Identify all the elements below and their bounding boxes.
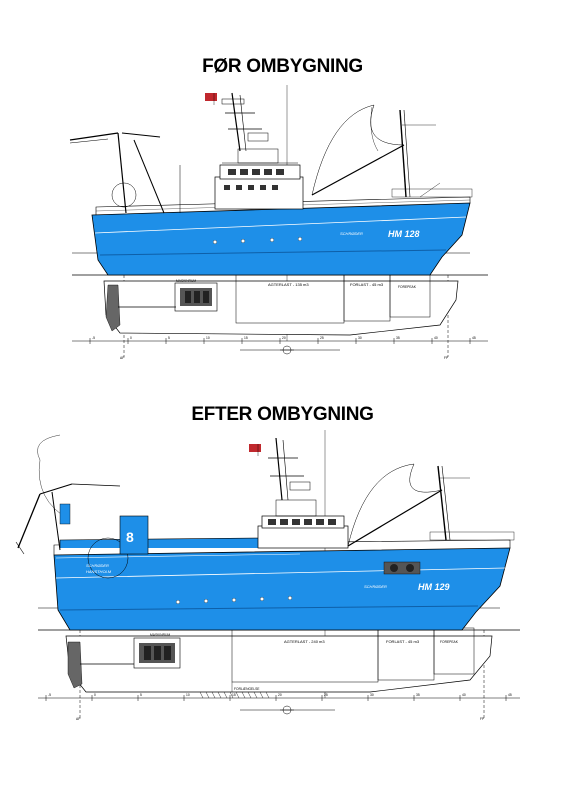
marker-fore-perpendicular: FP	[444, 356, 449, 360]
station-label: 15	[232, 693, 236, 697]
marker-aft-perpendicular: AP	[120, 356, 125, 360]
wheelhouse	[214, 148, 304, 210]
station-label: 10	[206, 336, 210, 340]
label-fore-hold: FORLAST - 45 m3	[350, 282, 384, 287]
station-scale: -5 0 5 10 15 20 25 30 35 40 45	[45, 693, 512, 701]
station-label: -5	[48, 693, 51, 697]
flag-icon	[205, 93, 217, 101]
station-label: 25	[320, 336, 324, 340]
vessel-name: SCHRØDER	[364, 584, 387, 589]
title-after-conversion: EFTER OMBYGNING	[191, 404, 374, 425]
station-label: 5	[168, 336, 170, 340]
station-label: 20	[282, 336, 286, 340]
station-label: 45	[508, 693, 512, 697]
hull-underwater	[103, 280, 459, 336]
marker-aft-perpendicular: AP	[76, 717, 81, 721]
rudder	[105, 284, 121, 332]
station-label: 25	[324, 693, 328, 697]
station-label: 30	[358, 336, 362, 340]
registration-number: HM 128	[388, 229, 420, 239]
label-aft-hold: AGTERLAST - 135 m3	[268, 282, 309, 287]
wheelhouse	[257, 499, 349, 549]
rudder	[67, 641, 83, 689]
ship-drawing-after: 8 HM	[15, 430, 520, 721]
station-label: 40	[434, 336, 438, 340]
marker-fore-perpendicular: FP	[480, 717, 485, 721]
fore-mast	[311, 104, 473, 198]
station-label: -5	[92, 336, 95, 340]
mast	[268, 437, 311, 501]
station-label: 5	[140, 693, 142, 697]
shelter-deck	[59, 537, 261, 548]
fore-mast	[347, 463, 515, 547]
station-label: 15	[244, 336, 248, 340]
engine	[133, 637, 181, 669]
label-fore-peak: FOREPEAK	[398, 285, 417, 289]
station-label: 0	[130, 336, 132, 340]
ship-drawing-before: HM 128 SCHRØDER MASKINRUM AGTERLAST - 13…	[69, 85, 488, 360]
label-extension: FORLÆNGELSE	[234, 687, 260, 691]
title-before-conversion: FØR OMBYGNING	[202, 56, 363, 77]
station-label: 20	[278, 693, 282, 697]
station-scale: -5 0 5 10 15 20 25 30 35 40 45	[89, 336, 476, 344]
registration-number: HM 129	[418, 582, 450, 592]
portholes	[176, 596, 292, 604]
mast	[221, 92, 269, 152]
station-label: 30	[370, 693, 374, 697]
winch	[383, 561, 421, 575]
label-engine-room: MASKINRUM	[150, 633, 170, 637]
svg-text:8: 8	[126, 529, 134, 545]
portholes	[213, 237, 302, 244]
label-engine-room: MASKINRUM	[176, 279, 196, 283]
station-label: 35	[396, 336, 400, 340]
flag-icon	[249, 444, 261, 452]
extension-marks	[199, 691, 270, 699]
hull-blue	[91, 202, 471, 276]
label-fore-hold: FORLAST - 45 m3	[386, 639, 420, 644]
station-label: 0	[94, 693, 96, 697]
engine	[174, 282, 218, 312]
station-label: 40	[462, 693, 466, 697]
station-label: 10	[186, 693, 190, 697]
stern-name: SCHRØDER	[86, 563, 109, 568]
aft-crane	[69, 132, 181, 214]
label-aft-hold: AGTERLAST - 240 m3	[284, 639, 325, 644]
label-fore-peak: FOREPEAK	[440, 640, 459, 644]
aft-gantry-housing	[119, 515, 149, 555]
vessel-name: SCHRØDER	[340, 231, 363, 236]
station-label: 35	[416, 693, 420, 697]
stern-port: HANSTHOLM	[86, 569, 112, 574]
aft-crane	[15, 434, 121, 555]
station-label: 45	[472, 336, 476, 340]
